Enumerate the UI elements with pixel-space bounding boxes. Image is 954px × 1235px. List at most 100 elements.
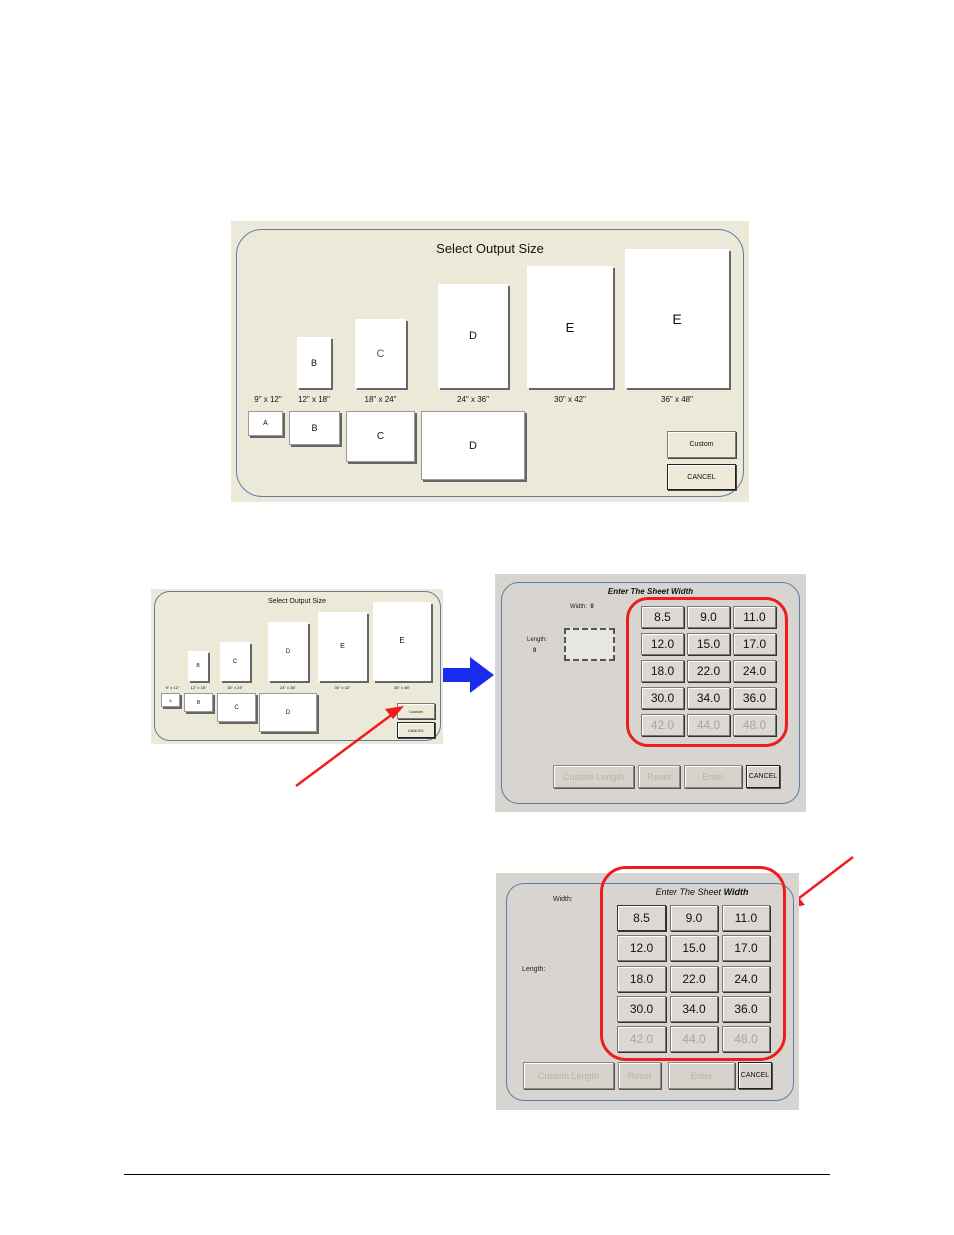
size-caption-e: 30" x 42" [554, 395, 586, 404]
size-caption-c: 18" x 24" [364, 395, 397, 404]
sheet-letter: A [263, 420, 268, 427]
dialog-frame [236, 229, 744, 497]
r0c0[interactable]: 8.5 [617, 905, 666, 931]
sheet-c-landscape[interactable]: C [217, 693, 256, 722]
length-label: Length: [522, 966, 546, 973]
size-caption-b: 12" x 18" [298, 395, 330, 404]
custom-length-button[interactable]: Custom Length [523, 1062, 614, 1089]
pointer-line-to-keypad [793, 856, 854, 903]
r0c2[interactable]: 11.0 [733, 606, 776, 628]
r0c0[interactable]: 8.5 [641, 606, 684, 628]
r2c0[interactable]: 18.0 [617, 966, 666, 992]
r4c0[interactable]: 42.0 [641, 714, 684, 736]
title-prefix: Enter The Sheet [607, 587, 671, 596]
dialog-title: Select Output Size [268, 598, 326, 605]
title-emph: Width [670, 587, 694, 596]
r3c1[interactable]: 34.0 [670, 996, 718, 1022]
r1c0[interactable]: 12.0 [617, 935, 666, 961]
select-output-size-screenshot: Select Output Size B C D E E 9" x 12" 12… [231, 221, 749, 502]
sheet-letter: B [310, 357, 317, 368]
sheet-letter: E [565, 319, 575, 335]
reset-button[interactable]: Reset [638, 765, 680, 788]
length-value: 0 [533, 648, 537, 654]
sheet-b-portrait[interactable]: B [188, 651, 208, 681]
sheet-d-portrait[interactable]: D [438, 284, 508, 388]
sheet-e-large-portrait[interactable]: E [625, 249, 729, 388]
sheet-letter: C [376, 431, 385, 442]
sheet-letter: D [285, 648, 291, 655]
size-caption-c: 18" x 24" [227, 685, 243, 690]
r4c2[interactable]: 48.0 [733, 714, 776, 736]
r4c1[interactable]: 44.0 [687, 714, 730, 736]
custom-button[interactable]: Custom [397, 703, 435, 719]
r1c1[interactable]: 15.0 [670, 935, 718, 961]
sheet-letter: E [672, 311, 682, 327]
r3c2[interactable]: 36.0 [733, 687, 776, 709]
sheet-b-landscape[interactable]: B [289, 411, 340, 445]
size-caption-d: 24" x 36" [457, 395, 489, 404]
sheet-b-portrait[interactable]: B [297, 337, 331, 388]
sheet-d-landscape[interactable]: D [259, 693, 317, 732]
sheet-a-landscape[interactable]: A [248, 411, 283, 436]
width-value: 0 [590, 604, 594, 610]
r4c1[interactable]: 44.0 [670, 1026, 718, 1052]
custom-button[interactable]: Custom [667, 431, 736, 458]
sheet-e-large-portrait[interactable]: E [373, 602, 431, 681]
sheet-letter: D [469, 439, 477, 452]
reset-button[interactable]: Reset [618, 1062, 661, 1089]
sheet-c-portrait[interactable]: C [220, 642, 250, 681]
r1c2[interactable]: 17.0 [722, 935, 770, 961]
cancel-button[interactable]: CANCEL [746, 765, 780, 788]
sheet-e-portrait[interactable]: E [318, 612, 367, 681]
enter-width-screenshot-2: Enter The Sheet Width Width: Length: 8.5… [496, 873, 799, 1110]
size-caption-e: 30" x 42" [334, 685, 351, 690]
r3c0[interactable]: 30.0 [641, 687, 684, 709]
r0c1[interactable]: 9.0 [670, 905, 718, 931]
r0c2[interactable]: 11.0 [722, 905, 770, 931]
sheet-letter: B [196, 663, 200, 669]
cancel-button[interactable]: CANCEL [667, 464, 736, 490]
size-caption-a: 9" x 12" [165, 685, 180, 690]
keypad-highlight-bottom [600, 866, 786, 1061]
sheet-e-portrait[interactable]: E [527, 266, 613, 388]
r1c0[interactable]: 12.0 [641, 633, 684, 655]
flow-arrow-right [443, 657, 494, 693]
r1c2[interactable]: 17.0 [733, 633, 776, 655]
sheet-a-landscape[interactable]: A [161, 693, 180, 707]
custom-length-button[interactable]: Custom Length [553, 765, 634, 788]
dialog-title: Enter The Sheet Width [495, 587, 806, 596]
select-output-size-thumbnail: Select Output Size B C D E E 9" x 12" 12… [151, 589, 443, 744]
footer-rule [124, 1174, 830, 1175]
enter-width-screenshot: Enter The Sheet Width Width: 0 Length: 0… [495, 574, 806, 812]
r4c2[interactable]: 48.0 [722, 1026, 770, 1052]
sheet-d-landscape[interactable]: D [421, 411, 525, 480]
r2c2[interactable]: 24.0 [722, 966, 770, 992]
sheet-b-landscape[interactable]: B [184, 693, 213, 712]
r2c2[interactable]: 24.0 [733, 660, 776, 682]
sheet-letter: E [340, 643, 345, 650]
sheet-letter: B [311, 423, 318, 433]
dialog-frame [506, 883, 794, 1101]
sheet-d-portrait[interactable]: D [268, 622, 308, 681]
cancel-button[interactable]: CANCEL [738, 1062, 772, 1089]
sheet-letter: B [196, 699, 201, 706]
r2c0[interactable]: 18.0 [641, 660, 684, 682]
r0c1[interactable]: 9.0 [687, 606, 730, 628]
sheet-letter: C [232, 658, 238, 665]
r3c1[interactable]: 34.0 [687, 687, 730, 709]
r3c0[interactable]: 30.0 [617, 996, 666, 1022]
keypad-highlight-top [626, 597, 788, 747]
enter-button[interactable]: Enter [668, 1062, 735, 1089]
sheet-letter: C [234, 704, 239, 711]
r2c1[interactable]: 22.0 [670, 966, 718, 992]
width-label-text: Width: [570, 604, 588, 610]
r1c1[interactable]: 15.0 [687, 633, 730, 655]
r3c2[interactable]: 36.0 [722, 996, 770, 1022]
sheet-c-landscape[interactable]: C [346, 411, 415, 462]
size-caption-e-large: 36" x 48" [394, 685, 410, 690]
sheet-c-portrait[interactable]: C [355, 319, 406, 388]
r2c1[interactable]: 22.0 [687, 660, 730, 682]
cancel-button[interactable]: CANCEL [397, 722, 435, 738]
enter-button[interactable]: Enter [684, 765, 742, 788]
